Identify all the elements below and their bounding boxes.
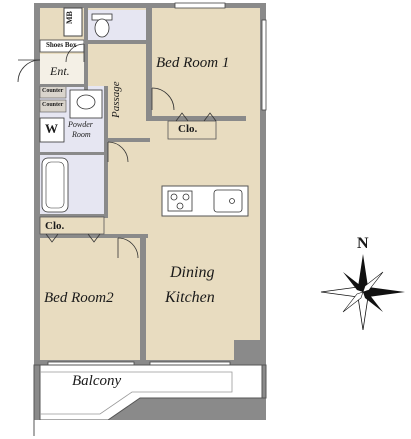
compass-north-label: N [357,235,369,252]
door-swings [17,43,175,259]
toilet-icon [91,13,113,38]
closet-door-marks [45,112,217,243]
powder-room-label-line1: Powder [68,120,93,129]
bed-room-2-label: Bed Room2 [44,290,114,306]
closet-2 [39,216,105,235]
closet-1 [167,120,217,140]
balcony-rail [34,420,266,436]
counter-label-2: Counter [42,102,64,108]
balcony-outline [33,364,267,436]
compass-rose [320,254,405,331]
closet-2-label: Clo. [45,220,65,232]
mb-label: MB [65,11,74,24]
dining-label: Dining [170,264,215,281]
bathtub-icon [41,157,69,213]
balcony-inner-line [40,371,233,415]
stove-icon [167,190,193,212]
entrance-label: Ent. [50,64,70,78]
washer-label: W [45,121,58,136]
kitchen-label: Kitchen [165,289,215,306]
passage-label: Passage [110,81,122,118]
shoes-box-label: Shoes Box [46,41,77,49]
counter-box-2 [39,99,67,113]
mb-box [63,7,83,37]
sink-icon [213,189,243,213]
entrance-area [40,54,84,84]
bed-room-1-label: Bed Room 1 [156,55,230,71]
washbasin-icon [69,89,103,119]
balcony-label: Balcony [72,373,122,389]
closet-1-label: Clo. [178,123,198,135]
powder-room-label-line2: Room [72,130,91,139]
counter-label-1: Counter [42,88,64,94]
washer-icon [39,117,65,143]
